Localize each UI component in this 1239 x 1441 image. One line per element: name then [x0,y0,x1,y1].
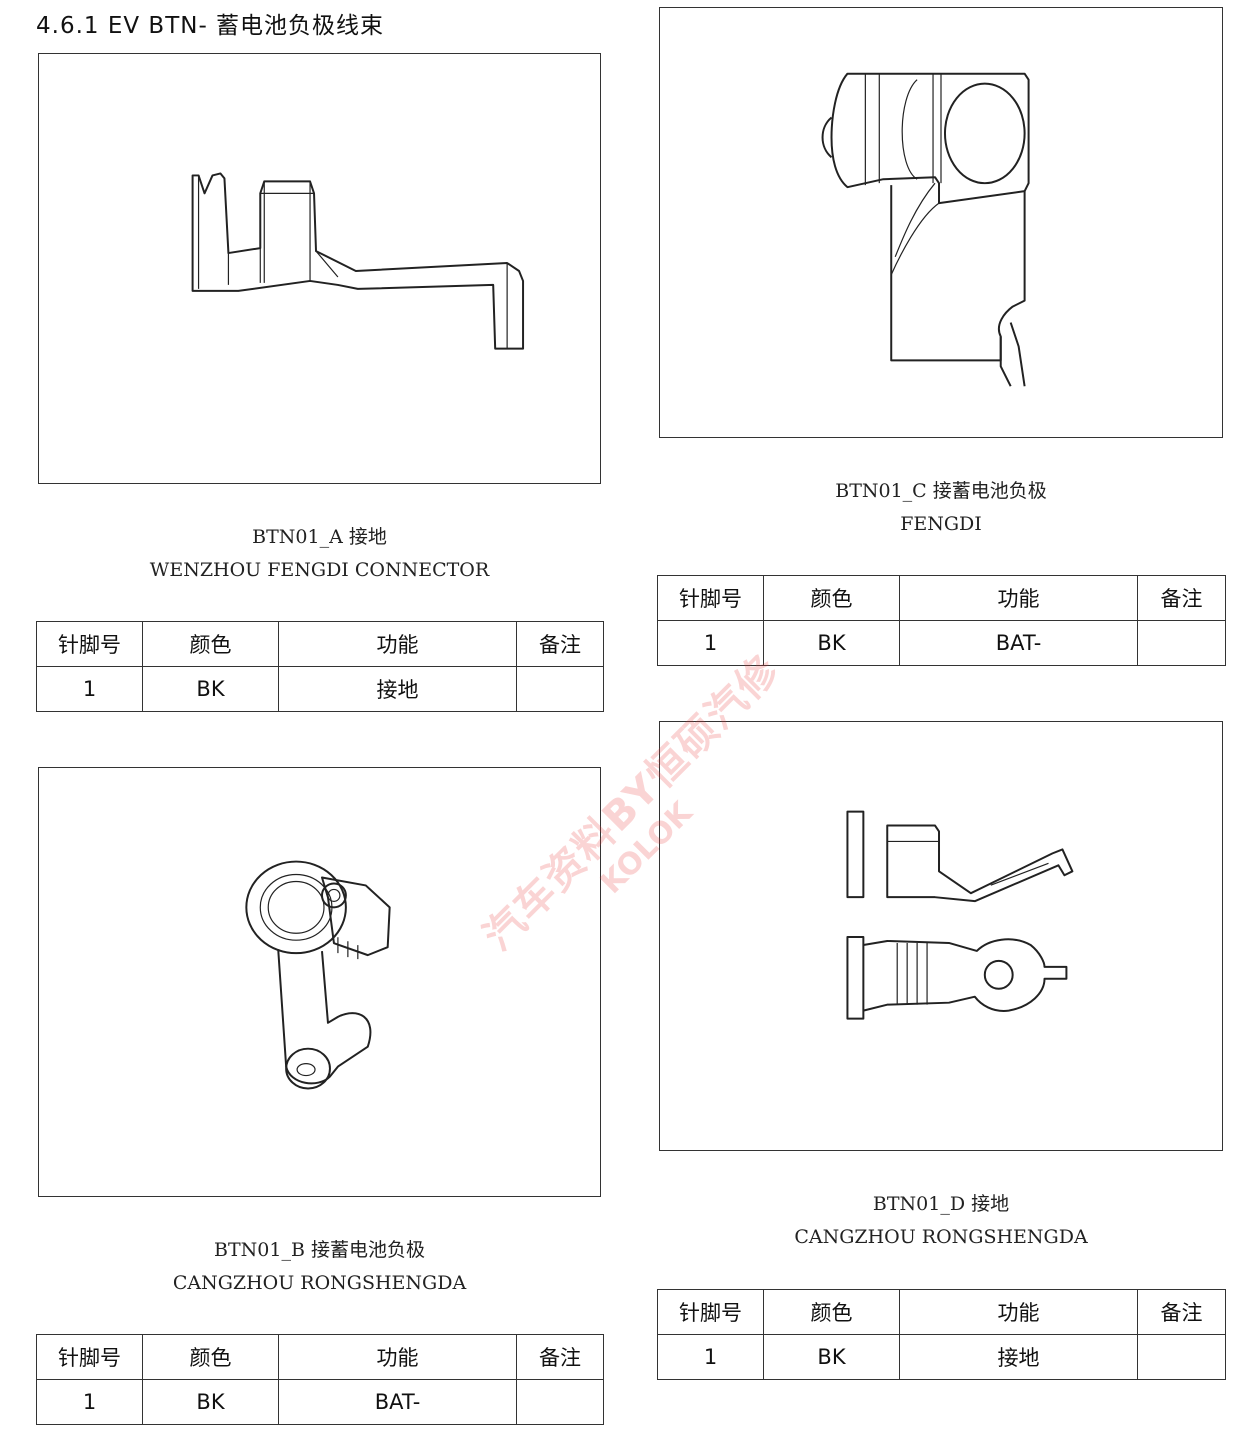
connector-b-pin-table: 针脚号 颜色 功能 备注 1 BK BAT- [36,1334,604,1425]
pin-cell: 1 [36,666,143,712]
function-cell: BAT- [899,620,1138,666]
note-cell [516,666,604,712]
note-cell [1137,1334,1226,1380]
connector-c-pin-table: 针脚号 颜色 功能 备注 1 BK BAT- [657,575,1226,666]
connector-b-drawing [38,767,601,1197]
connector-c-caption-maker: FENGDI [900,513,982,535]
table-header-row: 针脚号 颜色 功能 备注 [657,1289,1226,1335]
terminal-a-illustration [191,172,525,350]
page-title: 4.6.1 EV BTN- 蓄电池负极线束 [36,13,385,39]
connector-c-drawing [659,7,1223,438]
note-cell [516,1379,604,1425]
terminal-c-illustration [821,72,1030,387]
function-cell: 接地 [278,666,517,712]
header-color: 颜色 [763,575,900,621]
connector-a-caption-maker: WENZHOU FENGDI CONNECTOR [149,559,490,581]
color-cell: BK [142,666,279,712]
header-function: 功能 [278,621,517,667]
header-pin: 针脚号 [657,575,764,621]
connector-d-caption-id: BTN01_D 接地 [872,1193,1010,1215]
header-color: 颜色 [142,621,279,667]
table-row: 1 BK BAT- [657,620,1226,666]
header-pin: 针脚号 [36,621,143,667]
header-note: 备注 [516,621,604,667]
terminal-b-illustration [245,860,391,1090]
connector-b-caption-id: BTN01_B 接蓄电池负极 [214,1239,425,1261]
connector-b-caption-maker: CANGZHOU RONGSHENGDA [172,1272,467,1294]
table-header-row: 针脚号 颜色 功能 备注 [36,621,604,667]
pin-cell: 1 [657,620,764,666]
terminal-d-illustration [846,810,1074,1020]
table-row: 1 BK 接地 [36,666,604,712]
header-function: 功能 [278,1334,517,1380]
header-note: 备注 [1137,575,1226,621]
header-function: 功能 [899,1289,1138,1335]
table-row: 1 BK 接地 [657,1334,1226,1380]
pin-cell: 1 [657,1334,764,1380]
header-pin: 针脚号 [657,1289,764,1335]
function-cell: BAT- [278,1379,517,1425]
table-header-row: 针脚号 颜色 功能 备注 [657,575,1226,621]
pin-cell: 1 [36,1379,143,1425]
connector-c-caption-id: BTN01_C 接蓄电池负极 [835,480,1047,502]
connector-d-caption-maker: CANGZHOU RONGSHENGDA [794,1226,1088,1248]
color-cell: BK [763,620,900,666]
header-color: 颜色 [142,1334,279,1380]
header-note: 备注 [516,1334,604,1380]
connector-a-pin-table: 针脚号 颜色 功能 备注 1 BK 接地 [36,621,604,712]
color-cell: BK [142,1379,279,1425]
connector-a-drawing [38,53,601,484]
note-cell [1137,620,1226,666]
color-cell: BK [763,1334,900,1380]
header-note: 备注 [1137,1289,1226,1335]
connector-a-caption-id: BTN01_A 接地 [252,526,387,548]
function-cell: 接地 [899,1334,1138,1380]
header-color: 颜色 [763,1289,900,1335]
connector-d-drawing [659,721,1223,1151]
table-header-row: 针脚号 颜色 功能 备注 [36,1334,604,1380]
connector-d-pin-table: 针脚号 颜色 功能 备注 1 BK 接地 [657,1289,1226,1380]
header-function: 功能 [899,575,1138,621]
table-row: 1 BK BAT- [36,1379,604,1425]
header-pin: 针脚号 [36,1334,143,1380]
